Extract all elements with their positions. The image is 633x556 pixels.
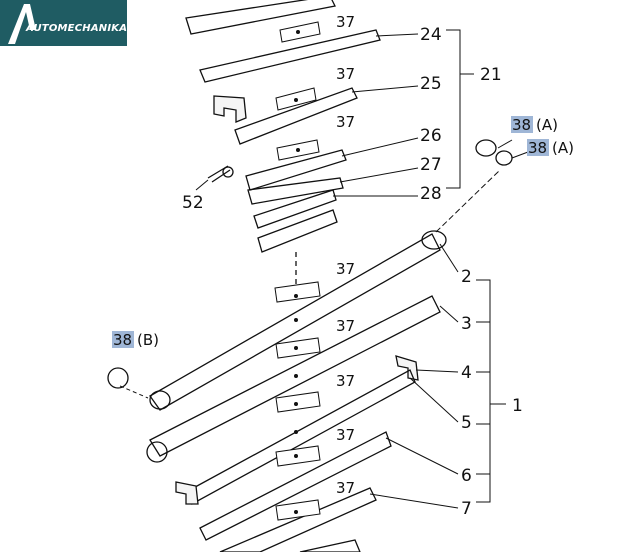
plate-37	[274, 281, 321, 303]
callout-37-g: 37	[336, 426, 355, 444]
callout-38a-1-num: 38	[512, 116, 531, 134]
callout-26: 26	[420, 126, 442, 146]
callout-28: 28	[420, 184, 442, 204]
bushing-38a-2	[495, 150, 513, 166]
callout-38b-num: 38	[113, 331, 132, 349]
leaf-7	[219, 487, 377, 553]
callout-3: 3	[461, 314, 472, 334]
main-leaf-2	[149, 233, 441, 411]
callout-4: 4	[461, 363, 472, 383]
callout-37-a: 37	[336, 13, 355, 31]
leaf-5	[185, 369, 416, 505]
highlight-38a-1	[511, 116, 533, 133]
callout-27: 27	[420, 155, 442, 175]
leaf-top-26	[245, 149, 347, 191]
callout-38a-2-suffix: (A)	[552, 139, 574, 157]
callout-2: 2	[461, 267, 472, 287]
leaf-top-1	[185, 0, 336, 35]
callout-37-e: 37	[336, 317, 355, 335]
leaf-top-28	[253, 189, 337, 229]
callout-37-h: 37	[336, 479, 355, 497]
callout-38b-suffix: (B)	[137, 331, 159, 349]
callout-37-c: 37	[336, 113, 355, 131]
eye-rear-3	[146, 441, 168, 463]
bolt-52	[207, 165, 231, 183]
callout-24: 24	[420, 25, 442, 45]
highlight-38a-2	[527, 139, 549, 156]
callout-38a-1-suffix: (A)	[536, 116, 558, 134]
callout-5: 5	[461, 413, 472, 433]
callout-52: 52	[182, 193, 204, 213]
callout-37-f: 37	[336, 372, 355, 390]
leaf-bottom	[299, 539, 361, 553]
callout-38a-2-num: 38	[528, 139, 547, 157]
callout-37-d: 37	[336, 260, 355, 278]
plate-5	[275, 391, 321, 413]
leaf-top-25	[234, 87, 358, 145]
plate-7	[275, 499, 321, 521]
callout-25: 25	[420, 74, 442, 94]
callout-37-b: 37	[336, 65, 355, 83]
callout-1: 1	[512, 396, 523, 416]
leaf-top-bottom	[257, 209, 338, 253]
leaf-top-24	[199, 29, 381, 83]
leaf-6	[199, 431, 392, 541]
clamp-4	[395, 355, 419, 381]
leaf-top-27	[247, 177, 344, 205]
callout-7: 7	[461, 499, 472, 519]
logo-brand-text: AUTOMECHANIKA	[26, 23, 128, 34]
leaf-3	[149, 295, 441, 457]
callout-21: 21	[480, 65, 502, 85]
eye-front	[421, 230, 447, 250]
highlight-38b	[112, 331, 134, 348]
clamp-upper	[213, 95, 247, 123]
watermark-logo: AUTOMECHANIKA	[0, 0, 127, 46]
callout-6: 6	[461, 466, 472, 486]
eye-rear	[149, 390, 171, 410]
bushing-38b	[107, 367, 129, 389]
bushing-38a-1	[475, 139, 497, 157]
clamp-lower	[175, 481, 199, 505]
logo-a-icon	[8, 4, 36, 44]
